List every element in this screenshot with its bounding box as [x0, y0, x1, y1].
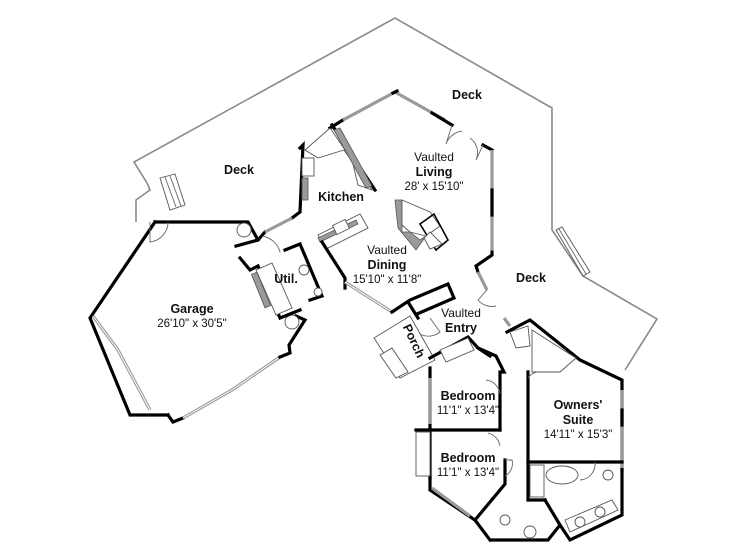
- room-prefix: Vaulted: [414, 150, 454, 164]
- deck-outline-left-step: [135, 182, 151, 222]
- room-dimensions: 26'10" x 30'5": [157, 318, 227, 330]
- room-name: Dining: [367, 258, 407, 272]
- kitchen: [264, 90, 396, 250]
- room-name: Bedroom: [440, 389, 496, 403]
- room-name: Living: [415, 165, 453, 179]
- room-label-kitchen: Kitchen: [318, 190, 364, 205]
- room-dimensions: 28' x 15'10": [404, 181, 464, 193]
- room-dimensions: 15'10" x 11'8": [352, 274, 422, 286]
- room-prefix: Vaulted: [441, 306, 481, 320]
- room-label-deck-right: Deck: [516, 271, 546, 286]
- room-name: Garage: [170, 302, 214, 316]
- room-name: Kitchen: [318, 190, 364, 204]
- room-label-bedroom-2: Bedroom 11'1" x 13'4": [437, 451, 499, 481]
- deck-stairs-right: [555, 226, 591, 277]
- utility-room: [234, 229, 325, 321]
- room-name-line1: Owners': [553, 398, 603, 412]
- room-prefix: Vaulted: [367, 243, 407, 257]
- room-name: Deck: [516, 271, 546, 285]
- room-name: Util.: [274, 272, 298, 286]
- room-label-living: Vaulted Living 28' x 15'10": [405, 150, 464, 195]
- room-dimensions: 11'1" x 13'4": [436, 405, 500, 417]
- living-dining-walls: [319, 88, 512, 327]
- room-label-entry: Vaulted Entry: [441, 306, 481, 336]
- deck-stairs-left: [159, 173, 186, 211]
- room-name: Bedroom: [440, 451, 496, 465]
- room-dimensions: 11'1" x 13'4": [436, 467, 500, 479]
- room-dimensions: 14'11" x 15'3": [543, 429, 613, 441]
- garage: [88, 219, 308, 424]
- room-name: Deck: [452, 88, 482, 102]
- deck-outline: [132, 17, 659, 371]
- room-label-owners-suite: Owners' Suite 14'11" x 15'3": [544, 398, 613, 443]
- room-label-dining: Vaulted Dining 15'10" x 11'8": [353, 243, 422, 288]
- bedrooms: [414, 345, 513, 543]
- room-label-garage: Garage 26'10" x 30'5": [157, 302, 226, 332]
- room-name-line2: Suite: [562, 413, 594, 427]
- room-label-bedroom-1: Bedroom 11'1" x 13'4": [437, 389, 499, 419]
- entry-porch: [373, 281, 497, 379]
- room-label-deck-top: Deck: [452, 88, 482, 103]
- owners-suite: [490, 318, 624, 543]
- room-label-util: Util.: [274, 272, 298, 287]
- room-label-deck-left: Deck: [224, 163, 254, 178]
- room-name: Entry: [445, 321, 477, 335]
- room-name: Deck: [224, 163, 254, 177]
